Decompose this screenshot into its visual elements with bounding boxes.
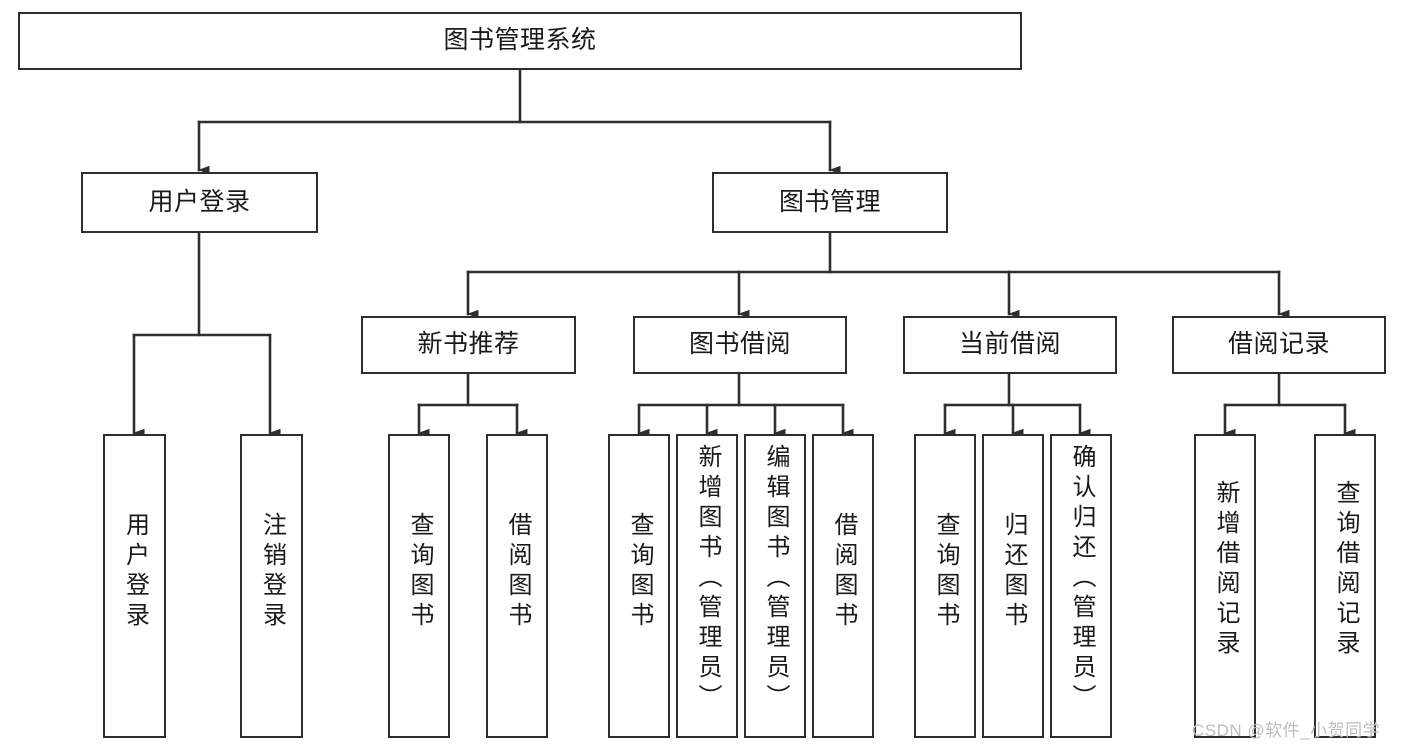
- leaf-user-login-logout[interactable]: 注销登录: [240, 434, 303, 738]
- leaf-current-borrow-confirm-return-admin[interactable]: 确认归还（管理员）: [1050, 434, 1112, 738]
- node-book-borrowing[interactable]: 图书借阅: [633, 316, 847, 374]
- leaf-new-book-borrow-books[interactable]: 借阅图书: [486, 434, 548, 738]
- node-label: 注销登录: [258, 512, 286, 632]
- node-label: 新增图书（管理员）: [694, 444, 721, 714]
- leaf-new-book-query-books[interactable]: 查询图书: [388, 434, 450, 738]
- node-label: 查询图书: [626, 512, 653, 632]
- node-book-management[interactable]: 图书管理: [712, 172, 948, 233]
- node-label: 新增借阅记录: [1212, 480, 1239, 660]
- node-label: 查询图书: [406, 512, 433, 632]
- node-label: 查询图书: [932, 512, 959, 632]
- node-label: 编辑图书（管理员）: [762, 444, 789, 714]
- node-label: 归还图书: [1000, 512, 1027, 632]
- node-borrowing-record[interactable]: 借阅记录: [1172, 316, 1386, 374]
- node-label: 借阅图书: [830, 512, 857, 632]
- csdn-watermark: CSDN @软件_小贺同学: [1192, 721, 1381, 740]
- node-user-login[interactable]: 用户登录: [81, 172, 318, 233]
- node-label: 图书管理: [778, 187, 881, 216]
- node-label: 新书推荐: [417, 330, 520, 359]
- leaf-book-borrow-borrow-books[interactable]: 借阅图书: [812, 434, 874, 738]
- leaf-book-borrow-query-books[interactable]: 查询图书: [608, 434, 670, 738]
- node-label: 当前借阅: [958, 330, 1061, 359]
- node-label: 用户登录: [148, 187, 251, 216]
- node-label: 查询借阅记录: [1332, 480, 1359, 660]
- leaf-user-login-login[interactable]: 用户登录: [103, 434, 166, 738]
- node-label: 用户登录: [121, 512, 149, 632]
- leaf-borrow-record-add-record[interactable]: 新增借阅记录: [1194, 434, 1256, 738]
- node-new-book-recommendation[interactable]: 新书推荐: [361, 316, 576, 374]
- node-label: 确认归还（管理员）: [1068, 444, 1095, 714]
- leaf-current-borrow-query-books[interactable]: 查询图书: [914, 434, 976, 738]
- node-root-book-management-system[interactable]: 图书管理系统: [18, 12, 1022, 70]
- node-label: 借阅记录: [1227, 330, 1330, 359]
- leaf-book-borrow-add-book-admin[interactable]: 新增图书（管理员）: [676, 434, 738, 738]
- leaf-book-borrow-edit-book-admin[interactable]: 编辑图书（管理员）: [744, 434, 806, 738]
- leaf-current-borrow-return-books[interactable]: 归还图书: [982, 434, 1044, 738]
- node-current-borrowing[interactable]: 当前借阅: [903, 316, 1117, 374]
- node-label: 借阅图书: [504, 512, 531, 632]
- node-label: 图书管理系统: [443, 26, 597, 55]
- leaf-borrow-record-query-record[interactable]: 查询借阅记录: [1314, 434, 1376, 738]
- node-label: 图书借阅: [688, 330, 791, 359]
